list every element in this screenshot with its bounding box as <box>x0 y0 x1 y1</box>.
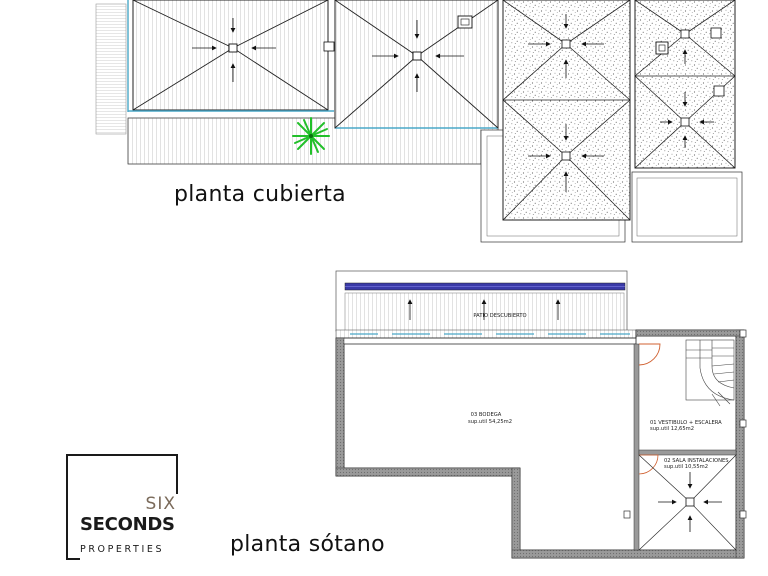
room-area-instalaciones: sup.util 10,55m2 <box>664 464 708 470</box>
logo-frame <box>66 454 176 456</box>
drain-arrow-icon <box>192 14 714 192</box>
room-label-instalaciones: 02 SALA INSTALACIONES <box>664 458 729 464</box>
basement-plan-title: planta sótano <box>230 532 385 557</box>
company-logo: SIX SECONDS PROPERTIES <box>66 454 178 560</box>
room-area-bodega: sup.util 54,25m2 <box>468 419 512 425</box>
room-area-vestibulo: sup.util 12,65m2 <box>650 426 694 432</box>
palm-plant-icon <box>292 117 330 155</box>
logo-text-six: SIX <box>145 494 176 514</box>
basement-plan: PATIO DESCUBIERTO <box>335 270 747 559</box>
roof-plan <box>95 0 743 243</box>
room-label-patio: PATIO DESCUBIERTO <box>473 313 526 319</box>
room-label-bodega: 03 BODEGA <box>471 412 502 418</box>
skylight-icon <box>457 15 473 29</box>
room-label-vestibulo: 01 VESTIBULO + ESCALERA <box>650 420 722 426</box>
logo-text-properties: PROPERTIES <box>80 544 165 555</box>
logo-text-seconds: SECONDS <box>80 514 175 535</box>
roof-plan-title: planta cubierta <box>174 182 346 207</box>
